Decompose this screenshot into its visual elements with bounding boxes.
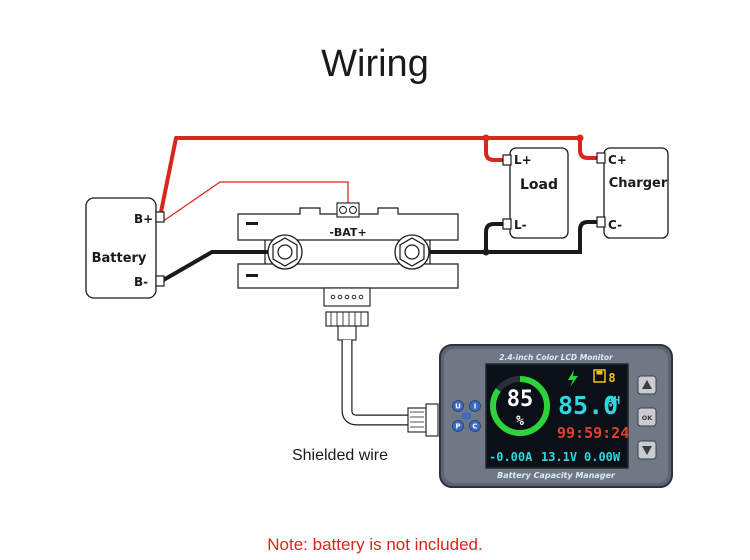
voltage-reading: 13.1V bbox=[541, 450, 577, 464]
shunt-label: -BAT+ bbox=[329, 226, 366, 239]
capacity-unit: AH bbox=[607, 394, 620, 407]
battery-negative-terminal bbox=[155, 275, 165, 287]
negative-load-wire bbox=[420, 222, 505, 254]
p-button[interactable] bbox=[452, 420, 464, 432]
monitor-footer: Battery Capacity Manager bbox=[497, 471, 616, 480]
negative-junction-dot bbox=[482, 248, 490, 256]
positive-main-wire bbox=[158, 136, 580, 218]
charger-negative-label: C- bbox=[608, 218, 622, 232]
lcd-monitor: 2.4-inch Color LCD Monitor Battery Capac… bbox=[439, 344, 673, 488]
sense-wire bbox=[161, 181, 349, 223]
i-button-label: I bbox=[474, 403, 477, 411]
battery-negative-label: B- bbox=[134, 275, 148, 289]
shunt-connector bbox=[323, 287, 371, 307]
c-button-label: C bbox=[472, 423, 477, 431]
p-button-label: P bbox=[455, 423, 460, 431]
shielded-cable bbox=[341, 340, 410, 426]
soc-percent-unit: % bbox=[516, 414, 524, 429]
up-arrow-icon bbox=[642, 380, 652, 389]
battery-box bbox=[85, 197, 157, 299]
load-negative-label: L- bbox=[514, 218, 527, 232]
cable-end-connector bbox=[407, 403, 439, 437]
down-arrow-icon bbox=[642, 446, 652, 455]
save-slot-number: 8 bbox=[608, 371, 615, 385]
battery-positive-label: B+ bbox=[134, 212, 153, 226]
load-positive-terminal bbox=[502, 154, 512, 166]
positive-charger-wire bbox=[578, 138, 598, 160]
current-reading: -0.00A bbox=[489, 450, 533, 464]
remaining-time: 99:59:24 bbox=[557, 424, 629, 442]
soc-ring-gauge bbox=[490, 376, 550, 436]
monitor-header: 2.4-inch Color LCD Monitor bbox=[499, 353, 614, 362]
shunt: -BAT+ bbox=[237, 202, 459, 341]
page-title: Wiring bbox=[321, 43, 429, 85]
charger-positive-terminal bbox=[596, 152, 606, 164]
save-slot-icon bbox=[593, 369, 606, 383]
ok-button-label: OK bbox=[642, 414, 654, 422]
positive-load-wire bbox=[484, 138, 505, 162]
ok-button[interactable] bbox=[637, 407, 657, 427]
battery-note: Note: battery is not included. bbox=[267, 535, 482, 554]
i-button[interactable] bbox=[469, 400, 481, 412]
charger-negative-terminal bbox=[596, 216, 606, 228]
charger-box bbox=[603, 147, 669, 239]
u-button[interactable] bbox=[452, 400, 464, 412]
soc-percent-value: 85 bbox=[507, 387, 534, 412]
capacity-value: 85.0 bbox=[558, 391, 618, 420]
shielded-wire-label: Shielded wire bbox=[292, 447, 388, 464]
load-negative-terminal bbox=[502, 218, 512, 230]
positive-junction-dot bbox=[482, 134, 490, 142]
charger-label: Charger bbox=[609, 176, 668, 191]
negative-charger-wire bbox=[486, 220, 598, 254]
load-box bbox=[509, 147, 569, 239]
negative-battery-wire bbox=[159, 250, 272, 284]
u-button-label: U bbox=[455, 403, 461, 411]
c-button[interactable] bbox=[469, 420, 481, 432]
charger-positive-label: C+ bbox=[608, 153, 627, 167]
load-label: Load bbox=[520, 177, 558, 193]
battery-label: Battery bbox=[92, 251, 147, 266]
load-positive-label: L+ bbox=[514, 153, 532, 167]
battery-positive-terminal bbox=[155, 211, 165, 223]
power-reading: 0.00W bbox=[584, 450, 621, 464]
charging-bolt-icon bbox=[568, 370, 578, 387]
positive-junction-dot bbox=[576, 134, 584, 142]
center-indicator bbox=[462, 413, 471, 419]
